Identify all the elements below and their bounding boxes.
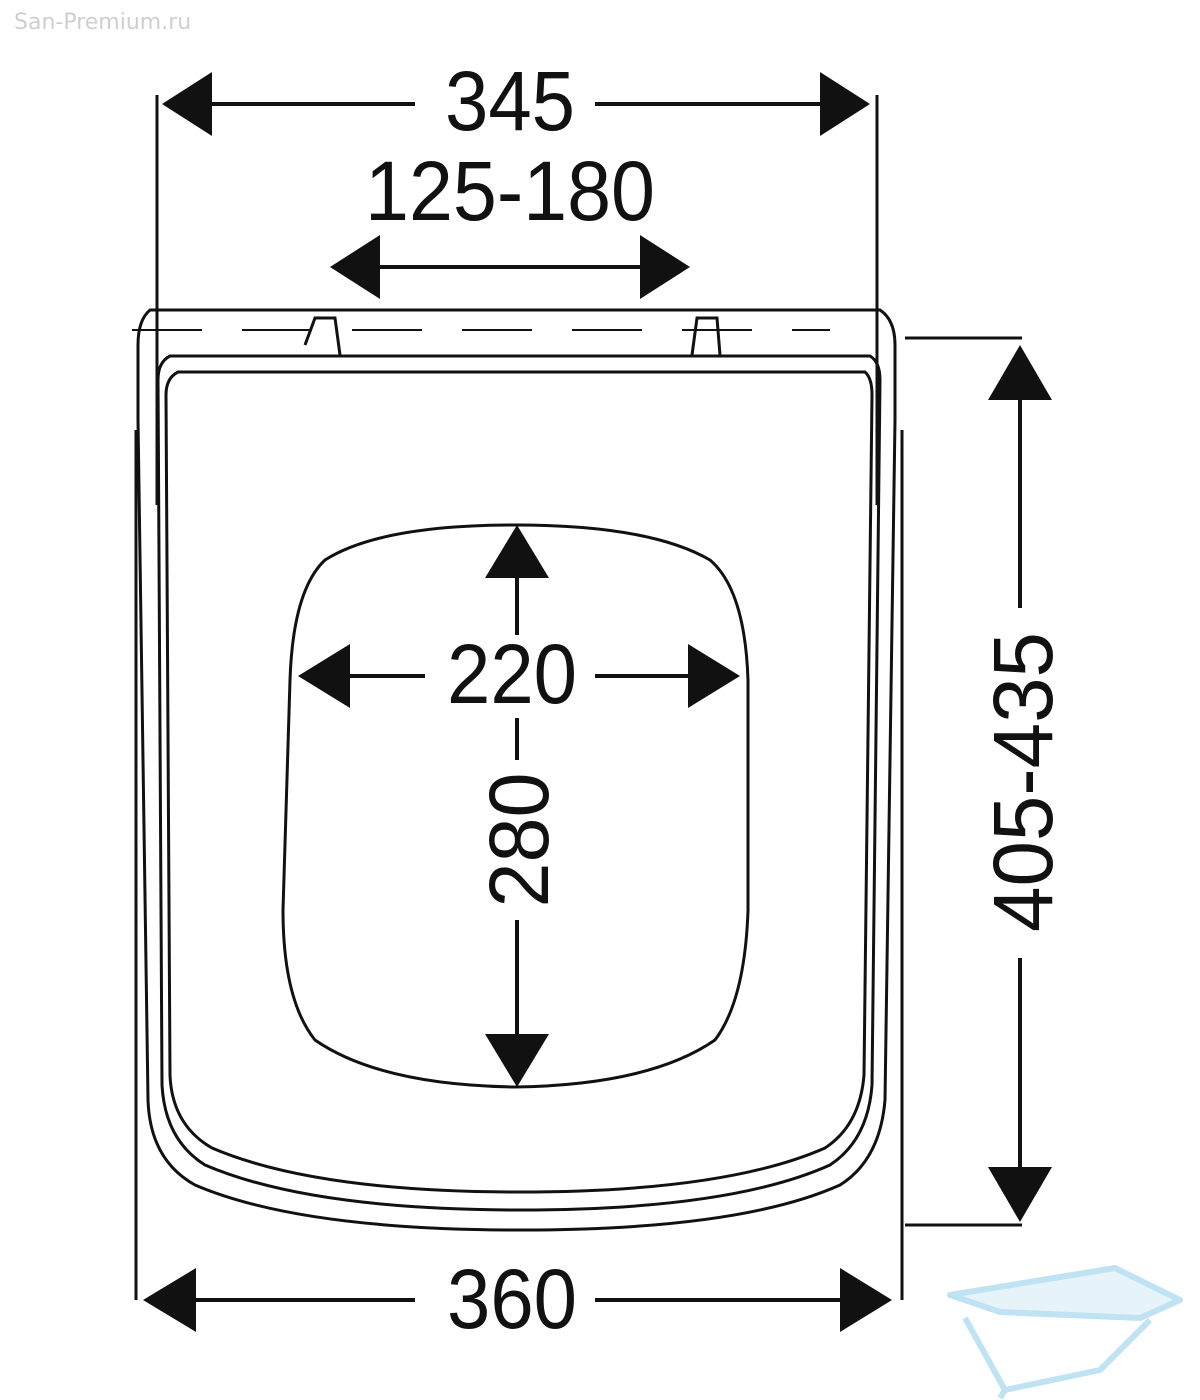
hinge-right (690, 316, 722, 356)
arrowhead-220-left (298, 644, 350, 708)
seat-opening (281, 523, 750, 1089)
arrowhead-length-bottom (988, 1167, 1052, 1222)
dim-label-360: 360 (447, 1252, 577, 1346)
dimension-arrows (143, 72, 1052, 1332)
lid-inner-line (164, 370, 874, 1194)
extension-lines (134, 95, 1022, 1300)
arrowhead-345-left (162, 72, 212, 136)
seat-outer-edge (136, 308, 897, 1232)
arrowhead-360-right (840, 1268, 892, 1332)
hinge-left (303, 316, 342, 356)
seat-inner-edge (156, 354, 882, 1212)
arrowhead-hinge-left (330, 235, 380, 299)
dim-label-405-435: 405-435 (976, 632, 1070, 932)
arrowhead-length-top (988, 345, 1052, 400)
arrowhead-280-bottom (485, 1034, 549, 1087)
dim-label-345: 345 (445, 54, 575, 148)
arrowhead-345-right (820, 72, 870, 136)
brand-logo-icon (947, 1265, 1183, 1400)
arrowhead-280-top (485, 525, 549, 578)
arrowhead-220-right (688, 644, 740, 708)
dim-label-125-180: 125-180 (365, 144, 655, 238)
site-watermark: San-Premium.ru (14, 10, 192, 35)
dim-label-220: 220 (447, 627, 577, 721)
arrowhead-hinge-right (640, 235, 690, 299)
arrowhead-360-left (143, 1268, 196, 1332)
seat-outline (132, 308, 897, 1232)
dim-label-280: 280 (472, 773, 566, 908)
